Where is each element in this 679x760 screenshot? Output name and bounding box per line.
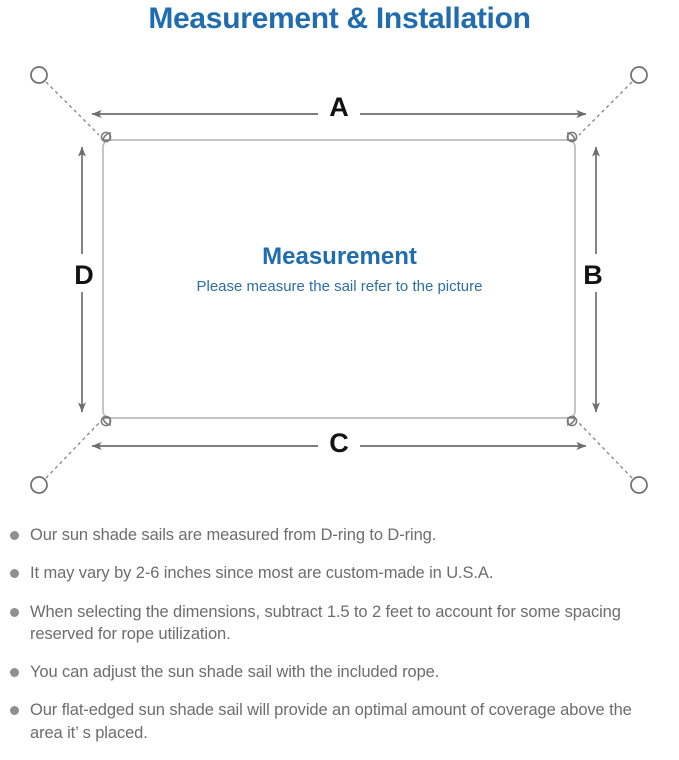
dimension-label-a: A — [329, 92, 349, 122]
page-title: Measurement & Installation — [148, 2, 531, 35]
dimension-label-c: C — [329, 428, 349, 458]
note-text: When selecting the dimensions, subtract … — [30, 602, 621, 643]
list-item: Our sun shade sails are measured from D-… — [0, 524, 679, 546]
rope-bottom-right — [578, 422, 633, 479]
note-text: Our flat-edged sun shade sail will provi… — [30, 701, 632, 742]
list-item: When selecting the dimensions, subtract … — [0, 601, 679, 646]
note-text: You can adjust the sun shade sail with t… — [30, 663, 440, 682]
bullet-icon — [10, 607, 19, 617]
rope-top-right — [578, 81, 633, 136]
bullet-icon — [10, 531, 19, 540]
dimension-label-d: D — [74, 260, 94, 290]
list-item: You can adjust the sun shade sail with t… — [0, 661, 679, 683]
note-text: It may vary by 2-6 inches since most are… — [30, 564, 494, 583]
list-item: It may vary by 2-6 inches since most are… — [0, 562, 679, 584]
diagram-inner-title: Measurement — [262, 243, 417, 270]
measurement-diagram-svg — [30, 66, 648, 494]
anchor-ring-top-left — [30, 66, 48, 84]
bullet-icon — [10, 569, 19, 579]
dimension-label-b: B — [583, 260, 603, 290]
bullet-icon — [10, 668, 19, 678]
rope-top-left — [45, 81, 100, 136]
rope-bottom-left — [45, 422, 100, 479]
diagram-inner-subtitle: Please measure the sail refer to the pic… — [196, 278, 483, 295]
anchor-ring-bottom-left — [30, 476, 48, 494]
bullet-icon — [10, 706, 19, 716]
note-text: Our sun shade sails are measured from D-… — [30, 526, 437, 544]
anchor-ring-bottom-right — [630, 476, 648, 494]
list-item: Our flat-edged sun shade sail will provi… — [0, 699, 679, 744]
measurement-diagram: A B C D Measurement Please measure the s… — [30, 66, 648, 494]
anchor-ring-top-right — [630, 66, 648, 84]
sail-outline — [102, 139, 576, 419]
notes-list: Our sun shade sails are measured from D-… — [0, 524, 679, 760]
